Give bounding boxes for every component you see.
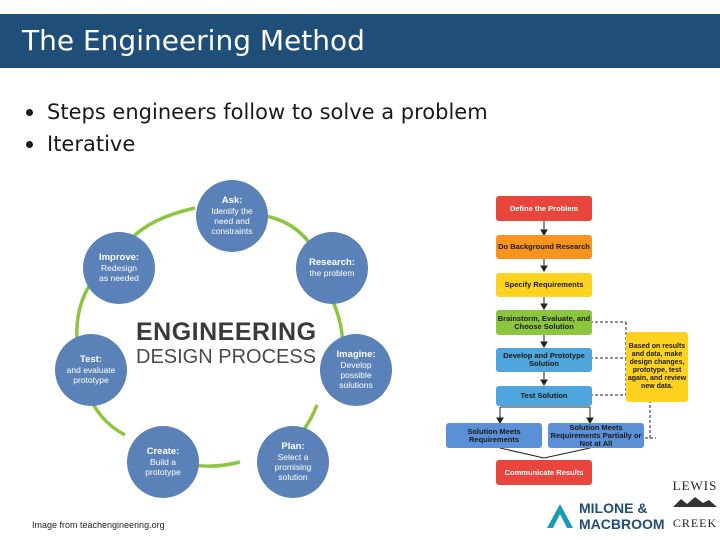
bullet-item: Steps engineers follow to solve a proble… xyxy=(26,96,488,128)
step-title: Research: xyxy=(309,257,355,268)
step-line: and evaluate xyxy=(66,365,116,375)
step-title: Create: xyxy=(146,446,180,457)
flow-background-research: Do Background Research xyxy=(496,235,592,259)
scientific-flowchart: Define the Problem Do Background Researc… xyxy=(440,190,720,490)
cycle-step-plan: Plan: Select a promising solution xyxy=(257,426,329,498)
image-credit: Image from teachengineering.org xyxy=(32,520,165,530)
flow-test-solution: Test Solution xyxy=(496,386,592,406)
cycle-step-test: Test: and evaluate prototype xyxy=(55,334,127,406)
milone-macbroom-logo: MILONE & MACBROOM xyxy=(545,498,675,534)
bullet-dot-icon xyxy=(26,140,33,148)
step-line: Build a xyxy=(150,457,176,467)
step-line: Redesign xyxy=(101,263,137,273)
flow-solution-meets: Solution Meets Requirements xyxy=(446,423,542,448)
cycle-step-imagine: Imagine: Develop possible solutions xyxy=(320,334,392,406)
step-line: solutions xyxy=(339,380,373,390)
step-title: Improve: xyxy=(98,252,140,263)
step-line: as needed xyxy=(99,273,139,283)
step-line: prototype xyxy=(73,375,109,385)
step-line: Develop xyxy=(340,360,372,370)
step-line: need and xyxy=(214,216,250,226)
flow-communicate-results: Communicate Results xyxy=(496,460,592,485)
flow-specify-requirements: Specify Requirements xyxy=(496,273,592,297)
bullet-item: Iterative xyxy=(26,128,488,160)
cycle-step-improve: Improve: Redesign as needed xyxy=(83,232,155,304)
bullet-text: Iterative xyxy=(47,132,136,156)
cycle-heading: ENGINEERING xyxy=(136,318,317,346)
slide-title: The Engineering Method xyxy=(22,24,365,57)
milone-logo-icon xyxy=(547,504,573,528)
creek-landscape-icon xyxy=(673,497,717,507)
step-line: Identify the xyxy=(211,206,253,216)
step-title: Test: xyxy=(80,354,102,365)
flow-solution-partial: Solution Meets Requirements Partially or… xyxy=(548,423,644,448)
flow-develop-prototype: Develop and Prototype Solution xyxy=(496,348,592,372)
cycle-step-create: Create: Build a prototype xyxy=(127,426,199,498)
step-line: the problem xyxy=(309,268,355,278)
logo-text-line2: MACBROOM xyxy=(579,516,665,532)
step-title: Imagine: xyxy=(336,349,376,360)
bullet-list: Steps engineers follow to solve a proble… xyxy=(26,96,488,160)
design-process-cycle: Ask: Identify the need and constraints R… xyxy=(55,180,392,498)
cycle-step-ask: Ask: Identify the need and constraints xyxy=(196,180,268,252)
step-title: Plan: xyxy=(281,441,305,452)
cycle-step-research: Research: the problem xyxy=(296,232,368,304)
bullet-dot-icon xyxy=(26,108,33,116)
cycle-subheading: DESIGN PROCESS xyxy=(136,346,317,368)
step-title: Ask: xyxy=(221,195,243,206)
step-line: possible xyxy=(340,370,372,380)
step-line: constraints xyxy=(211,226,253,236)
step-line: promising xyxy=(274,462,312,472)
logo-text-line1: MILONE & xyxy=(579,500,648,516)
lewis-creek-logo: LEWIS CREEK xyxy=(672,478,718,538)
lewis-logo-line1: LEWIS xyxy=(672,478,718,493)
step-line: prototype xyxy=(145,467,181,477)
bullet-text: Steps engineers follow to solve a proble… xyxy=(47,100,488,124)
flow-define-problem: Define the Problem xyxy=(496,196,592,221)
step-line: Select a xyxy=(277,452,309,462)
flow-iterate-note: Based on results and data, make design c… xyxy=(626,332,688,402)
step-line: solution xyxy=(278,472,308,482)
title-bar: The Engineering Method xyxy=(0,14,720,68)
flow-brainstorm: Brainstorm, Evaluate, and Choose Solutio… xyxy=(496,310,592,335)
lewis-logo-line2: CREEK xyxy=(672,516,718,530)
